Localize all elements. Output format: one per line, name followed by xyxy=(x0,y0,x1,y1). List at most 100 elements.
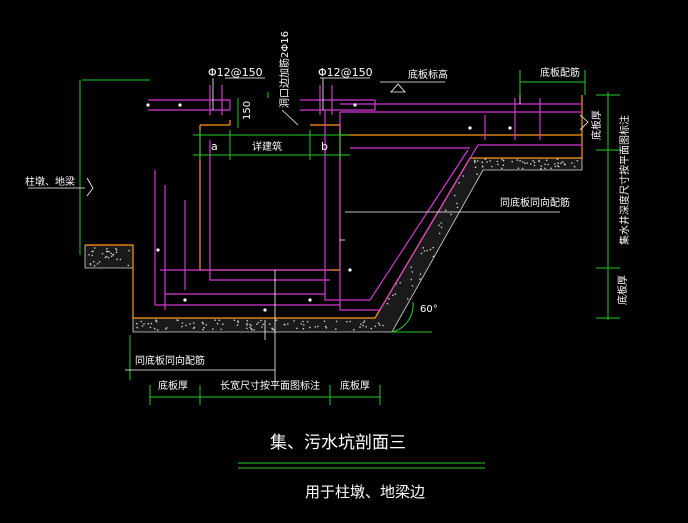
concrete-speckle xyxy=(345,321,348,323)
concrete-speckle xyxy=(92,250,94,253)
concrete-speckle xyxy=(489,160,491,162)
concrete-speckle xyxy=(317,325,319,328)
concrete-speckle xyxy=(141,325,144,327)
concrete-speckle xyxy=(370,327,373,330)
concrete-speckle xyxy=(524,162,526,164)
concrete-speckle xyxy=(115,247,117,250)
concrete-speckle xyxy=(481,161,484,163)
concrete-speckle xyxy=(249,326,251,329)
floor-thick-left-label: 底板厚 xyxy=(158,379,188,392)
concrete-speckle xyxy=(323,320,326,323)
concrete-speckle xyxy=(302,327,305,330)
concrete-speckle xyxy=(101,252,104,255)
concrete-speckle xyxy=(201,321,204,324)
concrete-speckle xyxy=(550,167,552,170)
concrete-speckle xyxy=(456,202,458,205)
concrete-speckle xyxy=(501,158,504,161)
concrete-speckle xyxy=(253,329,255,331)
concrete-speckle xyxy=(106,250,109,253)
same-as-floor-left-label: 同底板同向配筋 xyxy=(135,354,205,367)
concrete-speckle xyxy=(166,327,168,329)
concrete-speckle xyxy=(426,249,428,252)
dim-150-label: 150 xyxy=(242,101,253,120)
concrete-speckle xyxy=(557,162,559,164)
concrete-speckle xyxy=(353,328,355,331)
concrete-speckle xyxy=(275,319,278,322)
floor-elevation-label: 底板标高 xyxy=(408,68,448,81)
concrete-speckle xyxy=(202,322,205,325)
concrete-speckle xyxy=(176,319,178,321)
concrete-speckle xyxy=(573,165,576,168)
concrete-speckle xyxy=(110,252,112,255)
concrete-speckle xyxy=(287,323,289,325)
concrete-speckle xyxy=(302,320,304,323)
floor-thick-right-label: 底板厚 xyxy=(340,379,370,392)
concrete-speckle xyxy=(273,329,275,331)
concrete-speckle xyxy=(560,162,562,164)
concrete-speckle xyxy=(136,326,138,329)
concrete-speckle xyxy=(363,320,366,322)
concrete-speckle xyxy=(516,159,519,161)
floor-thick-top-label: 底板厚 xyxy=(590,110,603,140)
concrete-speckle xyxy=(544,167,546,170)
concrete-speckle xyxy=(429,248,432,251)
concrete-speckle xyxy=(392,294,394,297)
concrete-speckle xyxy=(540,165,543,167)
edge-reinf-label: 洞口边加筋2Φ16 xyxy=(278,31,291,108)
leader-lines xyxy=(28,77,589,385)
concrete-speckle xyxy=(216,322,219,325)
concrete-speckle xyxy=(519,159,521,162)
dim-b-label: b xyxy=(321,140,328,153)
dim-a-label: a xyxy=(211,140,218,153)
concrete-speckle xyxy=(554,165,557,168)
concrete-speckle xyxy=(91,254,94,257)
concrete-speckle xyxy=(107,256,110,259)
concrete-speckle xyxy=(497,163,499,166)
concrete-speckle xyxy=(335,328,337,330)
concrete-speckle xyxy=(314,326,317,328)
concrete-speckle xyxy=(93,264,96,267)
concrete-speckle xyxy=(571,162,573,164)
concrete-speckle xyxy=(394,293,397,295)
concrete-speckle xyxy=(378,324,381,326)
concrete-speckle xyxy=(185,324,187,327)
concrete-speckle xyxy=(365,326,367,328)
rebar-label-right: Φ12@150 xyxy=(318,66,373,79)
concrete-speckle xyxy=(257,321,260,324)
concrete-speckle xyxy=(202,328,204,331)
pit-depth-note-label: 集水井深度尺寸按平面图标注 xyxy=(618,115,631,245)
concrete-speckle xyxy=(149,326,152,329)
concrete-speckle xyxy=(104,256,107,259)
concrete-cushion xyxy=(84,157,583,333)
concrete-speckle xyxy=(246,327,248,330)
concrete-speckle xyxy=(556,158,559,160)
concrete-speckle xyxy=(110,255,113,258)
concrete-speckle xyxy=(561,161,564,163)
floor-thick-bottom-label: 底板厚 xyxy=(616,275,629,305)
concrete-speckle xyxy=(325,327,328,329)
drawing-title: 集、污水坑剖面三 xyxy=(270,433,406,453)
concrete-speckle xyxy=(411,285,414,287)
concrete-speckle xyxy=(362,321,365,324)
concrete-speckle xyxy=(474,166,477,169)
concrete-speckle xyxy=(116,258,118,261)
concrete-speckle xyxy=(477,160,479,162)
concrete-speckle xyxy=(538,159,540,162)
concrete-speckle xyxy=(521,167,524,170)
concrete-speckle xyxy=(481,166,484,168)
concrete-speckle xyxy=(540,167,542,170)
concrete-speckle xyxy=(502,159,505,162)
concrete-speckle xyxy=(445,209,447,212)
concrete-speckle xyxy=(303,324,305,326)
concrete-speckle xyxy=(388,298,390,300)
concrete-speckle xyxy=(203,326,205,329)
concrete-speckle xyxy=(236,324,239,326)
concrete-speckle xyxy=(386,302,389,305)
concrete-speckle xyxy=(349,320,351,323)
concrete-speckle xyxy=(260,319,262,322)
concrete-speckle xyxy=(377,322,380,325)
concrete-speckle xyxy=(268,323,271,326)
concrete-speckle xyxy=(293,320,295,322)
concrete-speckle xyxy=(422,247,425,249)
